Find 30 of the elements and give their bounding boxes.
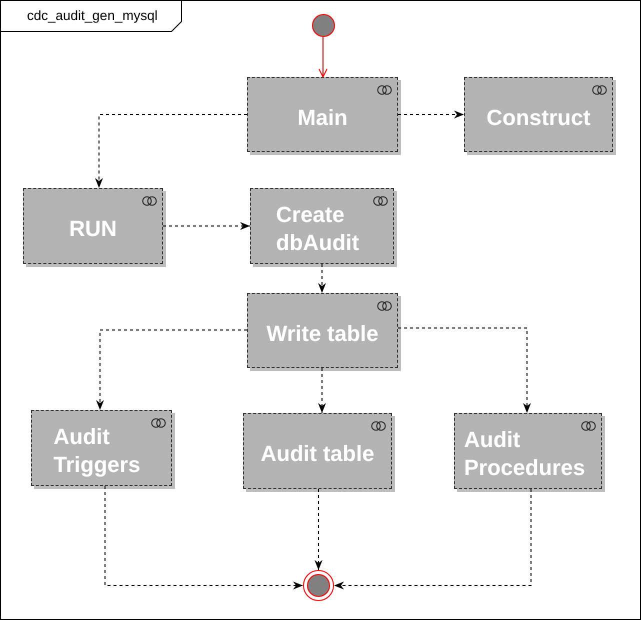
activity-label: Main (297, 104, 348, 132)
activity-box (243, 413, 392, 489)
arrow (318, 36, 328, 78)
activity-box (247, 77, 398, 152)
dashed-arrow (162, 222, 250, 230)
activity-label: Audit table (260, 440, 374, 468)
dashed-arrow (104, 486, 304, 590)
activity-label: Write table (266, 320, 379, 348)
dashed-arrow (398, 328, 531, 414)
dashed-arrow (334, 488, 532, 590)
activity-box (247, 293, 398, 368)
dashed-arrow (314, 488, 322, 570)
activity-box (464, 77, 613, 152)
activity-box (250, 188, 394, 264)
activity-label: Audit Triggers (54, 423, 142, 479)
dashed-arrow (96, 330, 248, 410)
activity-box (31, 410, 172, 486)
activity-label: Create dbAudit (276, 201, 360, 257)
start-node (312, 14, 335, 37)
activity-label: Audit Procedures (464, 426, 586, 482)
dashed-arrow (318, 264, 326, 294)
activity-label: RUN (69, 215, 117, 243)
dashed-arrow (95, 114, 248, 188)
activity-label: Construct (486, 104, 590, 132)
activity-box (454, 413, 602, 489)
frame-title: cdc_audit_gen_mysql (27, 8, 158, 24)
dashed-arrow (398, 110, 464, 118)
dashed-arrow (318, 368, 326, 414)
end-node (303, 570, 334, 601)
activity-box (23, 188, 163, 264)
